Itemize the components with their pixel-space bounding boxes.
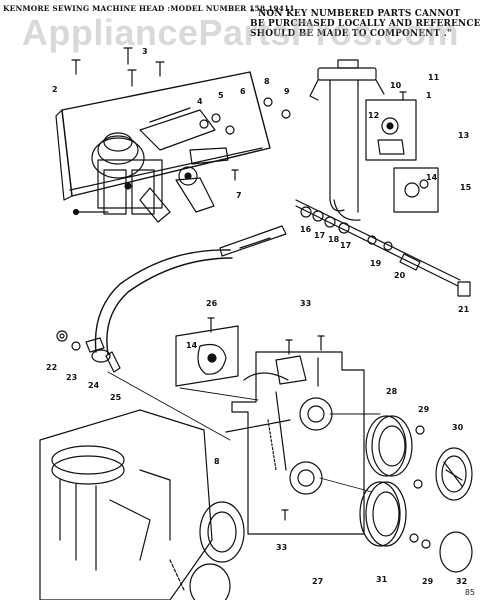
leader-lines — [107, 371, 381, 493]
callout-12: 12 — [368, 111, 379, 120]
callout-32: 32 — [456, 577, 467, 586]
callout-14b: 14 — [186, 341, 198, 350]
callout-31: 31 — [376, 575, 388, 584]
callout-10: 10 — [390, 81, 402, 90]
callout-29b: 29 — [422, 577, 434, 586]
screws-top — [71, 47, 291, 181]
machine-body — [39, 409, 245, 600]
parts-note-line: BE PURCHASED LOCALLY AND REFERENCE — [250, 19, 481, 30]
cam-assembly — [175, 317, 239, 387]
callout-33: 33 — [300, 299, 311, 308]
presser-assembly — [309, 59, 439, 221]
curved-arm — [56, 249, 233, 373]
callout-4: 4 — [197, 97, 203, 106]
tension-assembly — [91, 107, 229, 223]
callout-3: 3 — [142, 47, 148, 56]
callout-26: 26 — [206, 299, 218, 308]
parts-note-line: SHOULD BE MADE TO COMPONENT ." — [250, 29, 452, 40]
head-housing — [55, 71, 271, 216]
dial-31 — [359, 481, 407, 547]
needle-bar-rod — [295, 199, 471, 297]
callout-20: 20 — [394, 271, 406, 280]
callout-29: 29 — [418, 405, 430, 414]
callout-19: 19 — [370, 259, 382, 268]
callout-2: 2 — [52, 85, 58, 94]
zigzag-mechanism — [225, 335, 365, 535]
callout-22: 22 — [46, 363, 57, 372]
callout-21: 21 — [458, 305, 470, 314]
callout-18: 18 — [328, 235, 340, 244]
callout-7: 7 — [236, 191, 242, 200]
callout-11: 11 — [428, 73, 440, 82]
callout-6: 6 — [240, 87, 246, 96]
callout-5: 5 — [218, 91, 224, 100]
callout-9: 9 — [284, 87, 290, 96]
callout-25: 25 — [110, 393, 122, 402]
parts-note-line: " NON KEY NUMBERED PARTS CANNOT — [250, 9, 461, 19]
feed-rod — [219, 225, 287, 257]
dial-30 — [435, 447, 473, 501]
callout-labels: 1 2 3 4 5 6 7 8 8 9 10 11 12 13 14 14 15… — [46, 47, 472, 586]
page-number: 85 — [464, 588, 475, 597]
callout-28: 28 — [386, 387, 398, 396]
callout-13: 13 — [458, 131, 469, 140]
callout-23: 23 — [66, 373, 77, 382]
dial-28 — [365, 415, 413, 477]
callout-15: 15 — [460, 183, 472, 192]
callout-14: 14 — [426, 173, 438, 182]
callout-27: 27 — [312, 577, 323, 586]
callout-33b: 33 — [276, 543, 287, 552]
callout-17: 17 — [314, 231, 325, 240]
callout-16: 16 — [300, 225, 312, 234]
callout-24: 24 — [88, 381, 100, 390]
callout-8b: 8 — [214, 457, 220, 466]
callout-8: 8 — [264, 77, 270, 86]
callout-17b: 17 — [340, 241, 351, 250]
callout-1: 1 — [426, 91, 432, 100]
parts-note: " NON KEY NUMBERED PARTS CANNOT BE PURCH… — [250, 9, 481, 40]
small-parts-29 — [409, 425, 431, 549]
model-header: KENMORE SEWING MACHINE HEAD :MODEL NUMBE… — [3, 4, 295, 13]
callout-30: 30 — [452, 423, 464, 432]
cap-32 — [439, 531, 473, 573]
